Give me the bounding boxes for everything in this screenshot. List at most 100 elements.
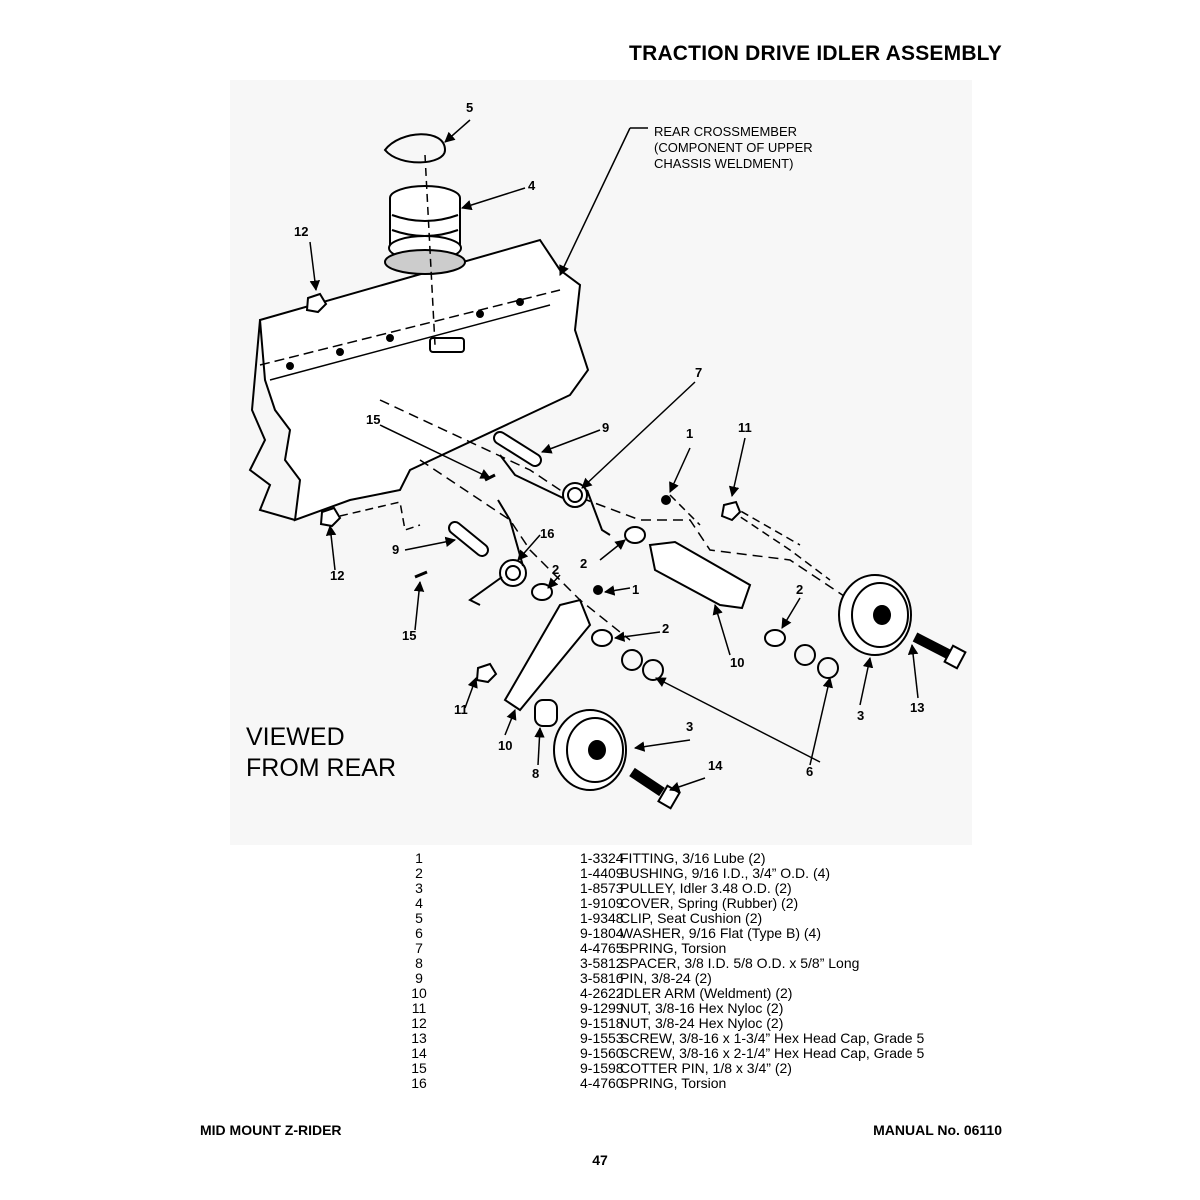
part-description: FITTING, 3/16 Lube (2) — [620, 850, 766, 866]
washer-d — [817, 657, 839, 679]
page-number: 47 — [592, 1152, 608, 1168]
part-number: 9-1804 — [580, 925, 624, 941]
note-line: CHASSIS WELDMENT) — [654, 156, 794, 171]
hex-nut-left — [475, 662, 498, 684]
part-description: SPRING, Torsion — [620, 1075, 727, 1091]
part-description: BUSHING, 9/16 I.D., 3/4” O.D. (4) — [620, 865, 831, 881]
part-number: 3-5812 — [580, 955, 624, 971]
part-description: WASHER, 9/16 Flat (Type B) (4) — [620, 925, 821, 941]
part-description: NUT, 3/8-24 Hex Nyloc (2) — [620, 1015, 784, 1031]
hex-nut-bottom — [319, 506, 342, 528]
callout-4: 4 — [528, 178, 536, 193]
callout-2-lower: 2 — [662, 621, 669, 636]
lube-fitting-lower — [593, 585, 603, 595]
callout-16: 16 — [540, 526, 554, 541]
part-item-number: 15 — [411, 1060, 427, 1076]
callout-12-top: 12 — [294, 224, 308, 239]
washer-c — [794, 644, 816, 666]
part-item-number: 1 — [415, 850, 423, 866]
callout-5: 5 — [466, 100, 473, 115]
idler-arm-upper — [648, 540, 752, 610]
callout-15-upper: 15 — [366, 412, 380, 427]
part-number: 9-1553 — [580, 1030, 624, 1046]
part-number: 9-1518 — [580, 1015, 624, 1031]
idler-pulley-left — [553, 709, 627, 791]
part-description: COVER, Spring (Rubber) (2) — [620, 895, 799, 911]
part-item-number: 12 — [411, 1015, 427, 1031]
cotter-pin-lower — [414, 570, 428, 579]
view-label-line: VIEWED — [246, 723, 345, 751]
callout-8: 8 — [532, 766, 539, 781]
callout-14: 14 — [708, 758, 723, 773]
note-line: (COMPONENT OF UPPER — [654, 140, 813, 155]
part-description: NUT, 3/8-16 Hex Nyloc (2) — [620, 1000, 784, 1016]
part-description: SPACER, 3/8 I.D. 5/8 O.D. x 5/8” Long — [620, 955, 860, 971]
part-item-number: 2 — [415, 865, 423, 881]
part-item-number: 4 — [415, 895, 423, 911]
callout-10-right: 10 — [730, 655, 744, 670]
callout-11-left: 11 — [454, 702, 468, 717]
part-description: PULLEY, Idler 3.48 O.D. (2) — [620, 880, 792, 896]
washer-a — [621, 649, 643, 671]
lube-fitting-upper — [661, 495, 671, 505]
part-item-number: 7 — [415, 940, 423, 956]
part-item-number: 10 — [411, 985, 427, 1001]
callout-3-left: 3 — [686, 719, 693, 734]
callout-13: 13 — [910, 700, 924, 715]
part-number: 9-1598 — [580, 1060, 624, 1076]
part-description: COTTER PIN, 1/8 x 3/4” (2) — [620, 1060, 792, 1076]
part-item-number: 16 — [411, 1075, 427, 1091]
part-description: SCREW, 3/8-16 x 1-3/4” Hex Head Cap, Gra… — [620, 1030, 925, 1046]
torsion-spring-upper — [499, 454, 611, 536]
callout-9-upper: 9 — [602, 420, 609, 435]
page-title: TRACTION DRIVE IDLER ASSEMBLY — [629, 42, 1002, 65]
part-description: SPRING, Torsion — [620, 940, 727, 956]
callout-15-lower: 15 — [402, 628, 416, 643]
part-number: 4-4765 — [580, 940, 624, 956]
part-item-number: 9 — [415, 970, 423, 986]
part-number: 1-3324 — [580, 850, 624, 866]
hex-nut-top — [305, 292, 328, 314]
part-description: CLIP, Seat Cushion (2) — [620, 910, 763, 926]
callout-12-bottom: 12 — [330, 568, 344, 583]
part-item-number: 8 — [415, 955, 423, 971]
pin-upper — [493, 431, 542, 467]
hex-screw-left — [629, 767, 681, 810]
view-orientation-label: VIEWED FROM REAR — [246, 722, 396, 784]
part-number: 3-5816 — [580, 970, 624, 986]
part-number: 9-1560 — [580, 1045, 624, 1061]
exploded-parts-diagram: 5 4 12 7 9 15 1 11 16 9 2 12 15 2 1 2 10… — [230, 80, 972, 845]
spring-cover — [384, 185, 466, 275]
part-item-number: 13 — [411, 1030, 427, 1046]
hex-screw-right — [912, 632, 967, 670]
callout-2-upper: 2 — [580, 556, 587, 571]
note-line: REAR CROSSMEMBER — [654, 124, 798, 139]
part-number: 1-8573 — [580, 880, 624, 896]
callout-1-lower: 1 — [632, 582, 639, 597]
part-number: 4-4760 — [580, 1075, 624, 1091]
spacer — [534, 699, 558, 727]
bushing-b — [531, 583, 553, 601]
callout-7: 7 — [695, 365, 702, 380]
part-number: 1-9109 — [580, 895, 624, 911]
part-number: 1-9348 — [580, 910, 624, 926]
rear-crossmember-note: REAR CROSSMEMBER (COMPONENT OF UPPER CHA… — [654, 124, 813, 172]
callout-6: 6 — [806, 764, 813, 779]
bushing-a — [624, 526, 646, 544]
part-item-number: 5 — [415, 910, 423, 926]
bushing-c — [591, 629, 613, 647]
